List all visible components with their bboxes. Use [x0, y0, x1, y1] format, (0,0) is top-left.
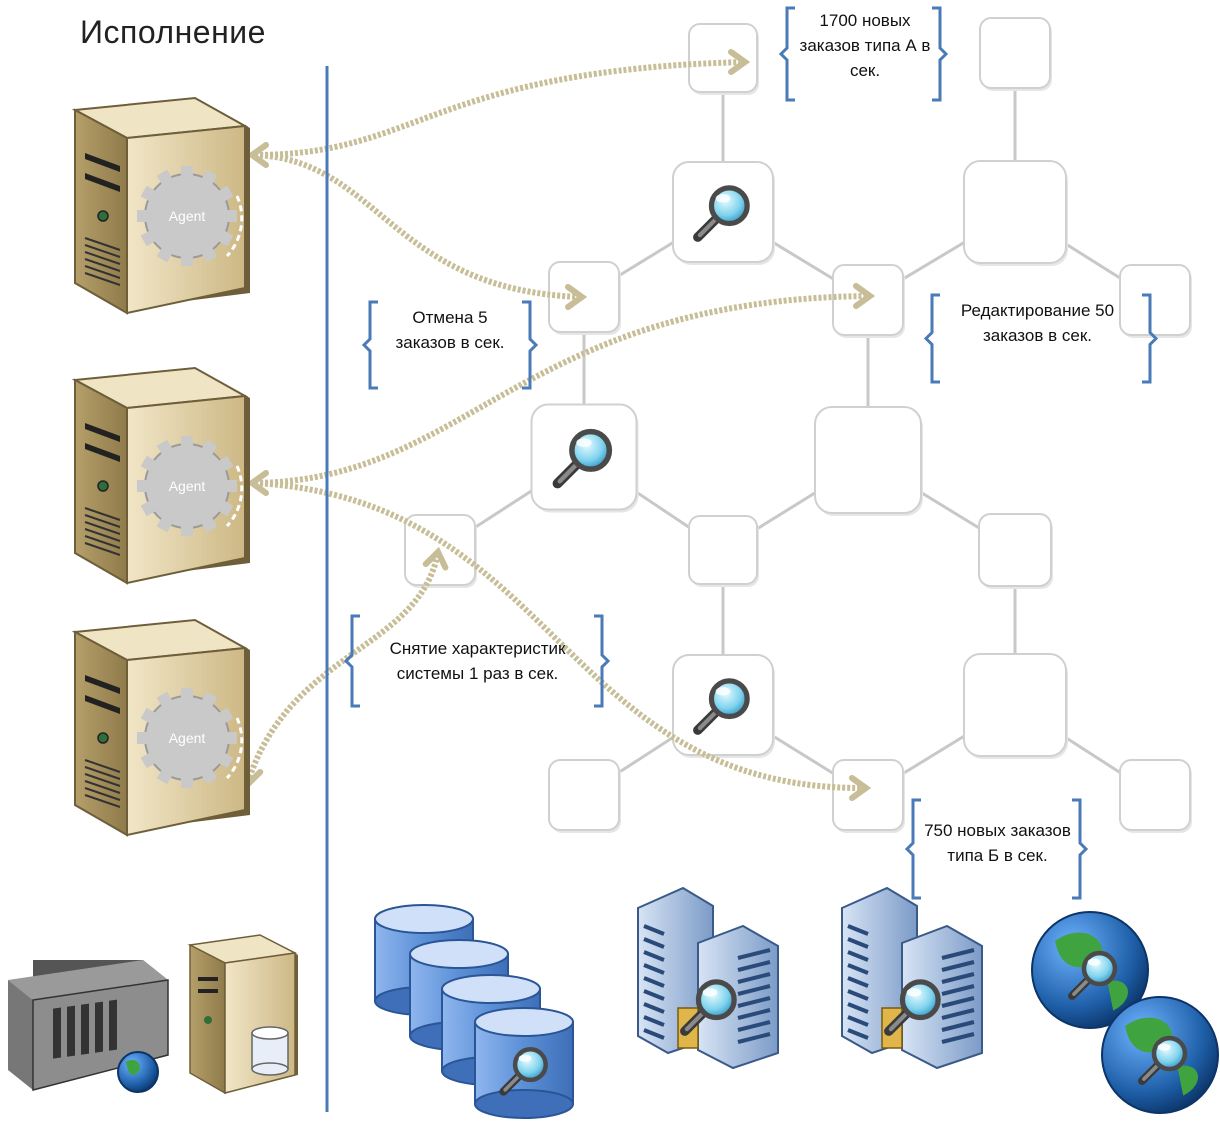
network-node [832, 264, 905, 338]
arrow-head [422, 546, 449, 571]
gear-icon: Agent [137, 166, 244, 266]
arrow-head [853, 283, 876, 309]
network-node [963, 653, 1068, 759]
callout-orders-b: 750 новых заказов типа Б в сек. [924, 821, 1071, 865]
bracket-edit [923, 293, 1159, 384]
network-node [814, 406, 923, 516]
magnifier-icon [499, 1047, 548, 1096]
bracket-stats [343, 614, 611, 708]
flow-stats [245, 551, 441, 783]
gear-icon: Agent [137, 436, 244, 536]
network-node [688, 23, 759, 95]
monitor-node [530, 403, 639, 513]
callout-orders-a: 1700 новых заказов типа А в сек. [799, 11, 931, 80]
arrow-head [246, 142, 269, 168]
magnifier-icon [1138, 1035, 1188, 1085]
agent-label: Agent [169, 730, 206, 746]
office-building-icon [637, 886, 779, 1070]
magnifier-icon [693, 185, 750, 242]
network-node [963, 160, 1068, 266]
agent-server-3: Agent [71, 618, 250, 837]
flow-edit [254, 293, 869, 486]
network-node [688, 515, 759, 587]
agent-server-1: Agent [71, 96, 250, 315]
office-building-icon [841, 886, 983, 1070]
arrow-head [246, 470, 269, 496]
rack-server-icon [8, 960, 169, 1093]
arrow-head [728, 49, 751, 75]
agent-label: Agent [169, 478, 206, 494]
callout-edit: Редактирование 50 заказов в сек. [960, 301, 1115, 345]
agent-label: Agent [169, 208, 206, 224]
magnifier-icon [693, 678, 750, 735]
network-node [832, 759, 905, 833]
magnifier-icon [1068, 950, 1118, 1000]
flow-orders-b [254, 480, 866, 792]
bracket-orders-b [904, 798, 1089, 900]
magnifier-icon [552, 428, 613, 489]
network-node [548, 759, 621, 833]
callout-cancel: Отмена 5 заказов в сек. [395, 308, 505, 352]
callout-stats: Снятие характеристик системы 1 раз в сек… [389, 639, 566, 683]
network-node [978, 513, 1053, 589]
monitor-node [672, 654, 775, 758]
network-node [979, 17, 1052, 91]
database-stack-icon [374, 904, 574, 1119]
network-node [1119, 264, 1192, 338]
magnifier-icon [884, 979, 941, 1036]
agent-server-2: Agent [71, 366, 250, 585]
globe-icon [1031, 911, 1149, 1029]
database-icon [251, 1026, 289, 1076]
gear-icon: Agent [137, 688, 244, 788]
arrow-head [565, 284, 588, 310]
bracket-cancel [361, 300, 539, 390]
flow-cancel [254, 152, 581, 300]
database-cylinder [474, 1007, 574, 1119]
network-node [1119, 759, 1192, 833]
database-server-icon [187, 934, 298, 1095]
page-title: Исполнение [80, 14, 266, 50]
bracket-orders-a [778, 6, 949, 102]
magnifier-icon [680, 979, 737, 1036]
flow-orders-a [254, 59, 746, 158]
arrow-head [849, 775, 872, 801]
globe-icon [1101, 996, 1219, 1114]
monitor-node [672, 161, 775, 265]
